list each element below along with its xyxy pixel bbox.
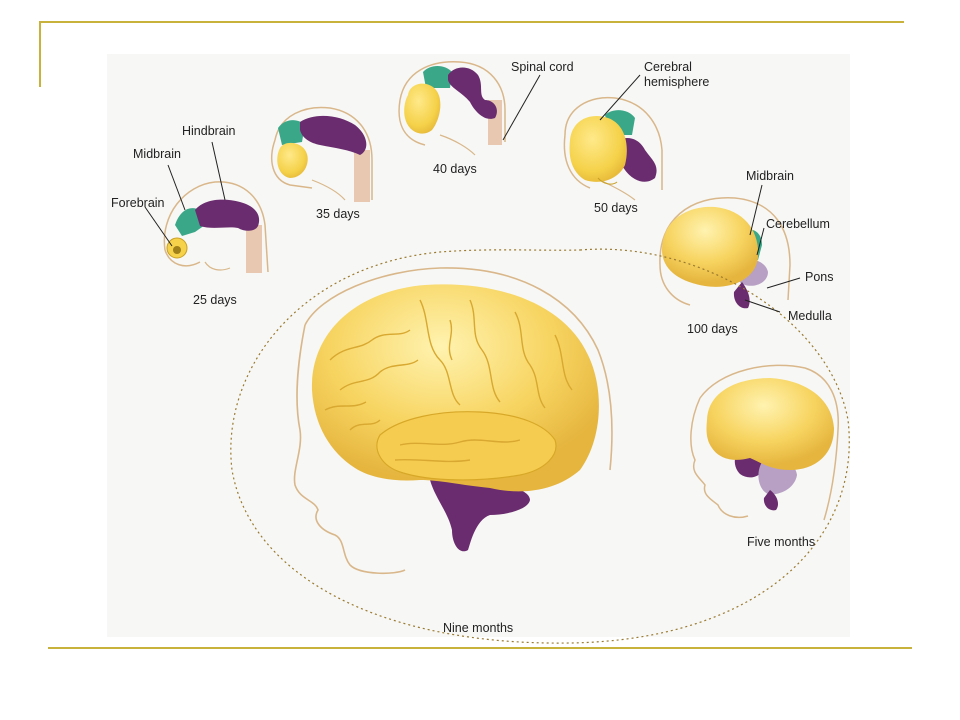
label-midbrain-25: Midbrain [133, 147, 181, 161]
embryo-50-days [563, 96, 663, 201]
face-outline-5m [690, 397, 749, 519]
bottom-rule [48, 647, 912, 649]
label-50-days: 50 days [594, 201, 638, 215]
label-100-days: 100 days [687, 322, 738, 336]
label-five-months: Five months [747, 535, 815, 549]
embryo-40-days [398, 61, 506, 156]
label-pons: Pons [805, 270, 834, 284]
forebrain-35 [277, 142, 308, 178]
label-40-days: 40 days [433, 162, 477, 176]
midbrain-40 [423, 66, 452, 88]
medulla-100 [733, 282, 750, 309]
brain-nine-months [293, 267, 613, 575]
forebrain-40 [404, 83, 441, 134]
label-medulla: Medulla [788, 309, 832, 323]
label-spinal-cord: Spinal cord [511, 60, 574, 74]
head-outline-35 [274, 106, 373, 200]
label-midbrain-100: Midbrain [746, 169, 794, 183]
label-hindbrain: Hindbrain [182, 124, 236, 138]
head-outline-9m [304, 267, 613, 471]
face-outline-9m [293, 324, 406, 575]
label-nine-months: Nine months [443, 621, 513, 635]
temporal-lobe-9m [376, 411, 557, 481]
label-cerebral: Cerebral [644, 60, 692, 74]
head-outline-40 [399, 61, 506, 142]
midbrain-35 [278, 120, 305, 145]
head-outline-25 [163, 181, 269, 273]
label-35-days: 35 days [316, 207, 360, 221]
spinal-cord-25 [246, 225, 262, 273]
medulla-5m [763, 490, 778, 511]
label-25-days: 25 days [193, 293, 237, 307]
label-cerebellum: Cerebellum [766, 217, 830, 231]
label-hemisphere: hemisphere [644, 75, 709, 89]
head-outline-5m [699, 364, 839, 521]
dotted-ellipse [230, 248, 850, 644]
cerebrum-5m [706, 378, 834, 470]
left-rule [39, 21, 41, 87]
embryo-25-days [163, 181, 269, 273]
label-forebrain: Forebrain [111, 196, 165, 210]
cerebral-hemisphere-50 [569, 116, 627, 182]
top-rule [40, 21, 904, 23]
brain-five-months [690, 364, 839, 521]
cerebral-hemisphere-100 [662, 206, 759, 287]
fetus-100-days [659, 197, 791, 309]
embryo-35-days [271, 106, 373, 202]
leader-lines [144, 74, 801, 313]
hindbrain-40 [448, 67, 497, 119]
hindbrain-25 [195, 199, 260, 231]
hindbrain-35 [300, 115, 367, 155]
gyri-pattern-9m [324, 299, 573, 463]
cerebellum-9m [430, 478, 530, 552]
head-outline-50 [564, 96, 663, 190]
